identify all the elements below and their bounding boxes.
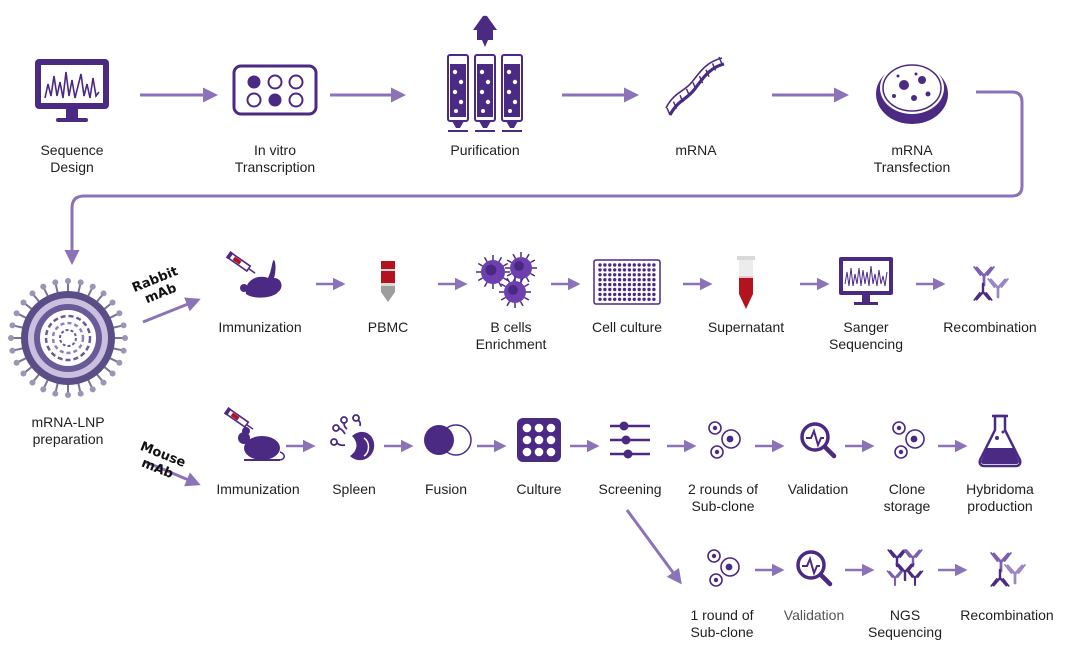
mouse-screening-label-line: Screening: [598, 481, 662, 497]
lnp-icon: [8, 278, 128, 398]
flow-arrow: [625, 509, 682, 585]
mouse-validation-icon: [800, 422, 837, 459]
top_row-mrna-transfection-label-line: mRNA: [891, 142, 933, 158]
branch-one-round-sub-clone-label-line: Sub-clone: [690, 624, 754, 640]
rabbit-pbmc-label-line: PBMC: [367, 319, 409, 335]
rabbit-supernatant-label-line: Supernatant: [707, 319, 785, 335]
mouse-culture-label: Culture: [516, 481, 561, 498]
mouse-screening-label: Screening: [598, 481, 661, 498]
mouse-two-rounds-sub-clone-label-line: 2 rounds of: [687, 481, 759, 497]
rabbit-cell-culture-label: Cell culture: [592, 319, 662, 336]
rabbit-b-cells-enrichment-icon: [476, 252, 537, 308]
mouse-hybridoma-production-label-line: production: [967, 498, 1033, 514]
rabbit-sanger-sequencing-label-line: Sanger: [843, 319, 889, 335]
mouse-spleen-label: Spleen: [332, 481, 376, 498]
branch-validation-label: Validation: [784, 607, 844, 624]
mouse-screening-icon: [610, 421, 650, 459]
loop-connector: [64, 90, 1024, 265]
mouse-culture-icon: [517, 418, 561, 462]
rabbit-recombination-label-line: Recombination: [943, 319, 1037, 335]
top_row-mrna-transfection-label-line: Transfection: [873, 159, 951, 175]
top_row-purification-label-line: Purification: [450, 142, 520, 158]
branch-one-round-sub-clone-label-line: 1 round of: [690, 607, 754, 623]
branch-one-round-sub-clone-icon: [707, 549, 740, 587]
rabbit-pbmc-label: PBMC: [368, 319, 408, 336]
branch-ngs-sequencing-label-line: NGS: [889, 607, 921, 623]
rabbit-sanger-sequencing-icon: [839, 257, 893, 305]
branch-ngs-sequencing-icon: [886, 549, 924, 587]
rabbit-recombination-icon: [973, 266, 1009, 301]
lnp-label-line: mRNA-LNP: [31, 414, 105, 430]
branch-validation-icon: [796, 550, 833, 587]
mouse-fusion-label: Fusion: [425, 481, 467, 498]
branch-recombination-label-line: Recombination: [960, 607, 1054, 623]
top_row-purification-icon: [447, 15, 523, 132]
mouse-hybridoma-production-label-line: Hybridoma: [966, 481, 1034, 497]
branch-ngs-sequencing-label-line: Sequencing: [868, 624, 942, 640]
top_row-mrna-label-line: mRNA: [675, 142, 717, 158]
mouse-hybridoma-production-icon: [978, 414, 1022, 468]
branch-validation-label-line: Validation: [783, 607, 845, 623]
mouse-clone-storage-label-line: Clone: [888, 481, 926, 497]
rabbit-supernatant-icon: [737, 256, 755, 309]
mouse-immunization-label: Immunization: [216, 481, 299, 498]
rabbit-pbmc-icon: [381, 261, 395, 302]
top_row-mrna-transfection-icon: [876, 62, 948, 124]
lnp-label-line: preparation: [32, 431, 104, 447]
top_row-sequence-design-icon: [35, 59, 109, 122]
top_row-mrna-label: mRNA: [675, 142, 716, 159]
rabbit-cell-culture-icon: [593, 259, 661, 305]
mouse-two-rounds-sub-clone-icon: [708, 421, 741, 459]
mouse-spleen-label-line: Spleen: [332, 481, 376, 497]
rabbit-recombination-label: Recombination: [943, 319, 1036, 336]
top_row-sequence-design-label-line: Design: [50, 159, 94, 175]
rabbit-immunization-label-line: Immunization: [218, 319, 302, 335]
rabbit-b-cells-enrichment-label-line: B cells: [490, 319, 532, 335]
mouse-two-rounds-sub-clone-label-line: Sub-clone: [691, 498, 755, 514]
branch-recombination-label: Recombination: [960, 607, 1053, 624]
mouse-validation-label: Validation: [788, 481, 848, 498]
mouse-validation-label-line: Validation: [787, 481, 849, 497]
mouse-fusion-icon: [424, 424, 472, 456]
rabbit-cell-culture-label-line: Cell culture: [591, 319, 663, 335]
connector-arrows: [64, 87, 1024, 585]
mouse-immunization-icon: [223, 406, 285, 461]
rabbit-immunization-label: Immunization: [218, 319, 301, 336]
top_row-purification-label: Purification: [450, 142, 519, 159]
rabbit-immunization-icon: [225, 250, 282, 298]
mouse-immunization-label-line: Immunization: [216, 481, 300, 497]
top_row-in-vitro-transcription-label-line: Transcription: [234, 159, 316, 175]
rabbit-sanger-sequencing-label-line: Sequencing: [829, 336, 903, 352]
top_row-in-vitro-transcription-label-line: In vitro: [253, 142, 296, 158]
icon-layer: [8, 15, 1026, 587]
top_row-sequence-design-label-line: Sequence: [40, 142, 104, 158]
mouse-fusion-label-line: Fusion: [424, 481, 468, 497]
mouse-culture-label-line: Culture: [516, 481, 562, 497]
mouse-clone-storage-icon: [892, 421, 925, 459]
flow-arrow: [145, 460, 201, 487]
top_row-mrna-icon: [665, 56, 725, 116]
branch-recombination-icon: [990, 552, 1026, 587]
mouse-spleen-icon: [330, 414, 375, 461]
rabbit-b-cells-enrichment-label-line: Enrichment: [475, 336, 547, 352]
rabbit-supernatant-label: Supernatant: [708, 319, 784, 336]
top_row-in-vitro-transcription-icon: [232, 64, 318, 116]
flow-arrow: [142, 297, 201, 324]
mouse-clone-storage-label-line: storage: [883, 498, 931, 514]
